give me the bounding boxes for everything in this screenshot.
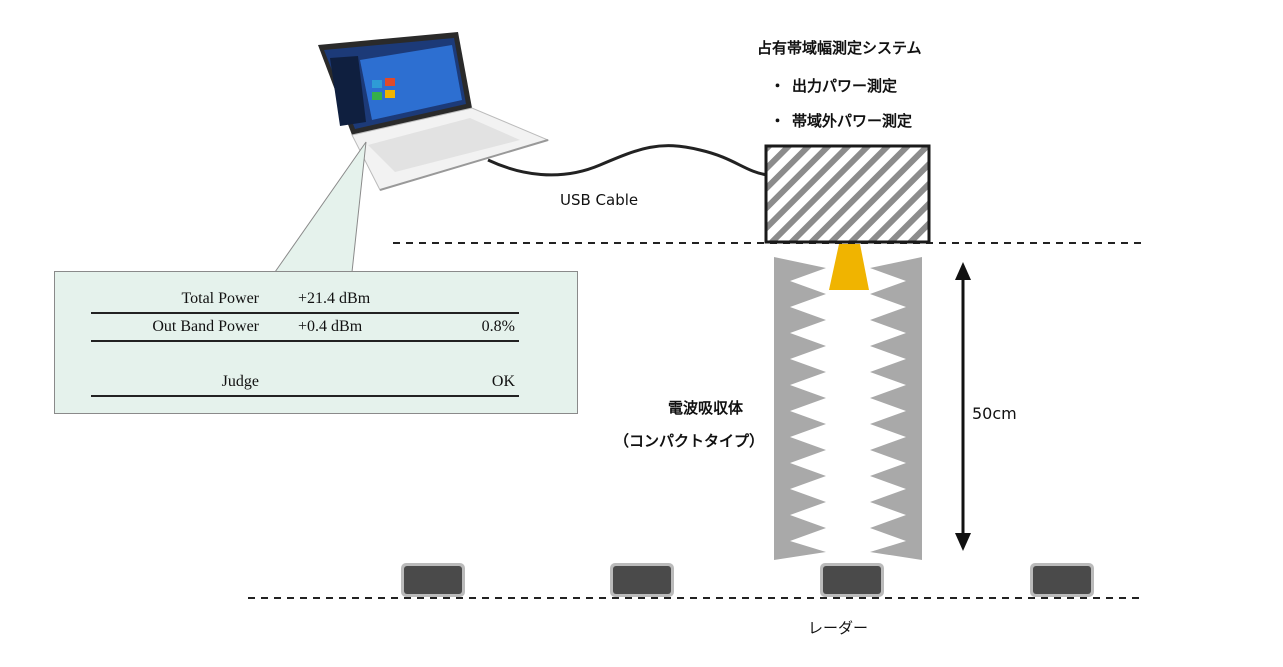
distance-label: 50cm — [972, 404, 1017, 423]
radar-icon — [610, 563, 674, 597]
bullet-mark: ・ — [770, 112, 786, 130]
feature-item: ・出力パワー測定 — [770, 75, 897, 96]
system-title: 占有帯域幅測定システム — [757, 39, 922, 57]
feature-label: 出力パワー測定 — [792, 77, 898, 95]
row-label: Judge — [221, 373, 259, 390]
usb-cable — [487, 144, 769, 177]
bullet-mark: ・ — [770, 77, 786, 95]
result-row-judge: Judge OK — [91, 369, 519, 397]
result-panel: Total Power +21.4 dBm Out Band Power +0.… — [54, 271, 578, 414]
row-value: +0.4 dBm — [298, 318, 363, 335]
result-row-out-band-power: Out Band Power +0.4 dBm 0.8% — [91, 314, 519, 342]
row-label: Total Power — [181, 290, 259, 307]
measurement-device-icon — [764, 144, 931, 244]
radar-label: レーダー — [808, 619, 869, 637]
absorber-left — [774, 257, 826, 560]
row-percent: OK — [491, 373, 515, 390]
feature-label: 帯域外パワー測定 — [792, 112, 913, 130]
radar-icon — [820, 563, 884, 597]
laptop-icon — [318, 32, 550, 191]
absorber-sublabel: （コンパクトタイプ） — [614, 432, 765, 450]
antenna-icon — [829, 244, 869, 290]
row-value: +21.4 dBm — [298, 290, 371, 307]
double-arrow-icon — [955, 262, 971, 551]
callout-pointer — [274, 141, 367, 273]
result-row-total-power: Total Power +21.4 dBm — [91, 286, 519, 314]
feature-item: ・帯域外パワー測定 — [770, 110, 912, 131]
radar-icon — [401, 563, 465, 597]
row-label: Out Band Power — [152, 318, 259, 335]
radar-icon — [1030, 563, 1094, 597]
row-percent: 0.8% — [481, 318, 515, 335]
absorber-right — [870, 257, 922, 560]
cable-label: USB Cable — [560, 191, 639, 209]
absorber-label: 電波吸収体 — [668, 399, 744, 417]
